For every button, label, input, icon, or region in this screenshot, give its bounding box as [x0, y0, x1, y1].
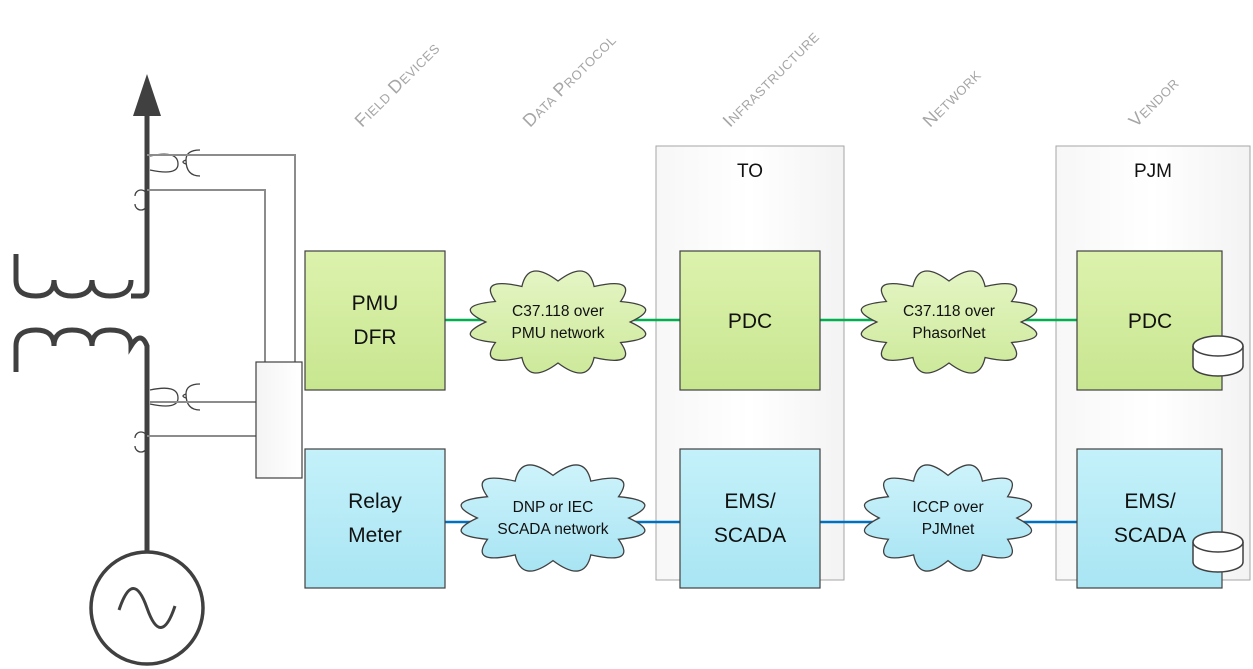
- power-system: [13, 74, 205, 666]
- cloud-pmu-network: C37.118 over PMU network: [469, 270, 647, 374]
- header-field-devices: FIELD DEVICES: [351, 38, 444, 131]
- pmu-dfr-box: PMU DFR: [304, 250, 446, 391]
- gen-current-transformer-icon: [134, 431, 148, 453]
- cloud-pmu-network-line1: C37.118 over: [512, 303, 604, 320]
- relay-meter-box: Relay Meter: [304, 448, 446, 589]
- power-transformer-icon: [13, 254, 150, 299]
- dfr-label: DFR: [353, 326, 396, 349]
- pmu-label: PMU: [352, 292, 399, 315]
- gen-potential-transformer-icon: [149, 383, 201, 411]
- column-headers: FIELD DEVICES DATA PROTOCOL INFRASTRUCTU…: [351, 26, 1183, 131]
- cloud-scada-network: DNP or IEC SCADA network: [460, 464, 646, 572]
- to-ems-label: EMS/: [724, 490, 776, 513]
- cloud-scada-network-line1: DNP or IEC: [513, 499, 594, 516]
- header-infrastructure: INFRASTRUCTURE: [719, 26, 823, 130]
- pjm-ems-label: EMS/: [1124, 490, 1176, 513]
- cloud-scada-network-line2: SCADA network: [497, 521, 608, 538]
- pjm-pdc-label: PDC: [1128, 310, 1172, 333]
- to-scada-label: SCADA: [714, 524, 786, 547]
- cloud-pjmnet-line1: ICCP over: [912, 499, 983, 516]
- to-ems-scada-box: EMS/ SCADA: [679, 448, 821, 589]
- to-group-label: TO: [737, 161, 763, 182]
- power-transformer-lower-winding: [13, 327, 150, 560]
- generator-sine: [117, 587, 177, 629]
- pjm-group-label: PJM: [1134, 161, 1172, 182]
- meter-label: Meter: [348, 524, 402, 547]
- potential-transformer-icon: [149, 149, 201, 177]
- database-icon: [1192, 335, 1244, 377]
- cloud-phasornet-line2: PhasorNet: [912, 325, 986, 342]
- arrow-up-icon: [133, 74, 161, 116]
- cloud-pjmnet-line2: PJMnet: [922, 521, 975, 538]
- to-pdc-label: PDC: [728, 310, 772, 333]
- secondary-wiring: [147, 154, 296, 437]
- header-vendor: VENDOR: [1125, 73, 1183, 131]
- cloud-phasornet: C37.118 over PhasorNet: [860, 270, 1038, 374]
- current-transformer-icon: [134, 189, 148, 211]
- relay-label: Relay: [348, 490, 402, 513]
- test-switch-block: [255, 361, 303, 479]
- database-icon-scada: [1192, 531, 1244, 573]
- header-network: NETWORK: [919, 65, 985, 131]
- cloud-phasornet-line1: C37.118 over: [903, 303, 995, 320]
- cloud-pmu-network-line2: PMU network: [511, 325, 604, 342]
- pjm-scada-label: SCADA: [1114, 524, 1186, 547]
- header-data-protocol: DATA PROTOCOL: [519, 30, 620, 131]
- cloud-pjmnet: ICCP over PJMnet: [864, 464, 1032, 572]
- to-pdc-box: PDC: [679, 250, 821, 391]
